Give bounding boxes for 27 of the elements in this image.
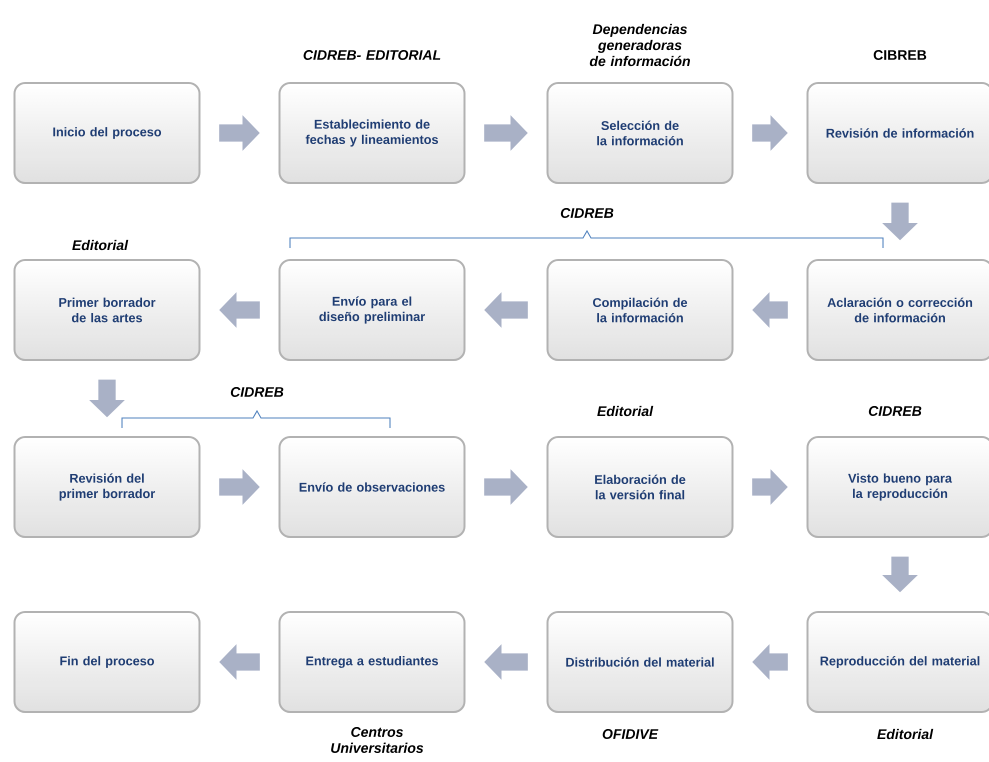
group-label: CIDREB (560, 208, 614, 218)
unit-label: CIDREB- EDITORIAL (304, 50, 440, 60)
process-box: Reproducción del material (806, 611, 989, 713)
unit-label: Centros Universitarios (331, 727, 424, 753)
unit-label: OFIDIVE (602, 729, 658, 739)
unit-label: CIDREB (868, 406, 922, 416)
unit-label: Editorial (877, 728, 934, 740)
unit-label: Editorial (597, 406, 654, 416)
process-box: Envío de observaciones (278, 436, 466, 538)
process-box: Envío para el diseño preliminar (278, 259, 466, 361)
process-box: Primer borrador de las artes (14, 259, 200, 361)
process-box: Inicio del proceso (14, 82, 200, 184)
process-box: Elaboración de la versión final (546, 436, 734, 538)
process-box: Fin del proceso (14, 611, 200, 713)
unit-label: Editorial (72, 240, 128, 250)
process-box: Compilación de la información (546, 259, 734, 361)
unit-label: CIBREB (874, 50, 926, 60)
group-label: CIDREB (230, 387, 284, 397)
process-box: Selección de la información (546, 82, 734, 184)
process-box: Visto bueno para la reproducción (806, 436, 989, 538)
process-box: Establecimiento de fechas y lineamientos (278, 82, 466, 184)
process-box: Aclaración o corrección de información (806, 259, 989, 361)
process-box: Entrega a estudiantes (278, 611, 466, 713)
process-box: Distribución del material (546, 611, 734, 713)
unit-label: Dependencias generadoras de información (590, 24, 690, 66)
process-box: Revisión del primer borrador (14, 436, 200, 538)
process-box: Revisión de información (806, 82, 989, 184)
